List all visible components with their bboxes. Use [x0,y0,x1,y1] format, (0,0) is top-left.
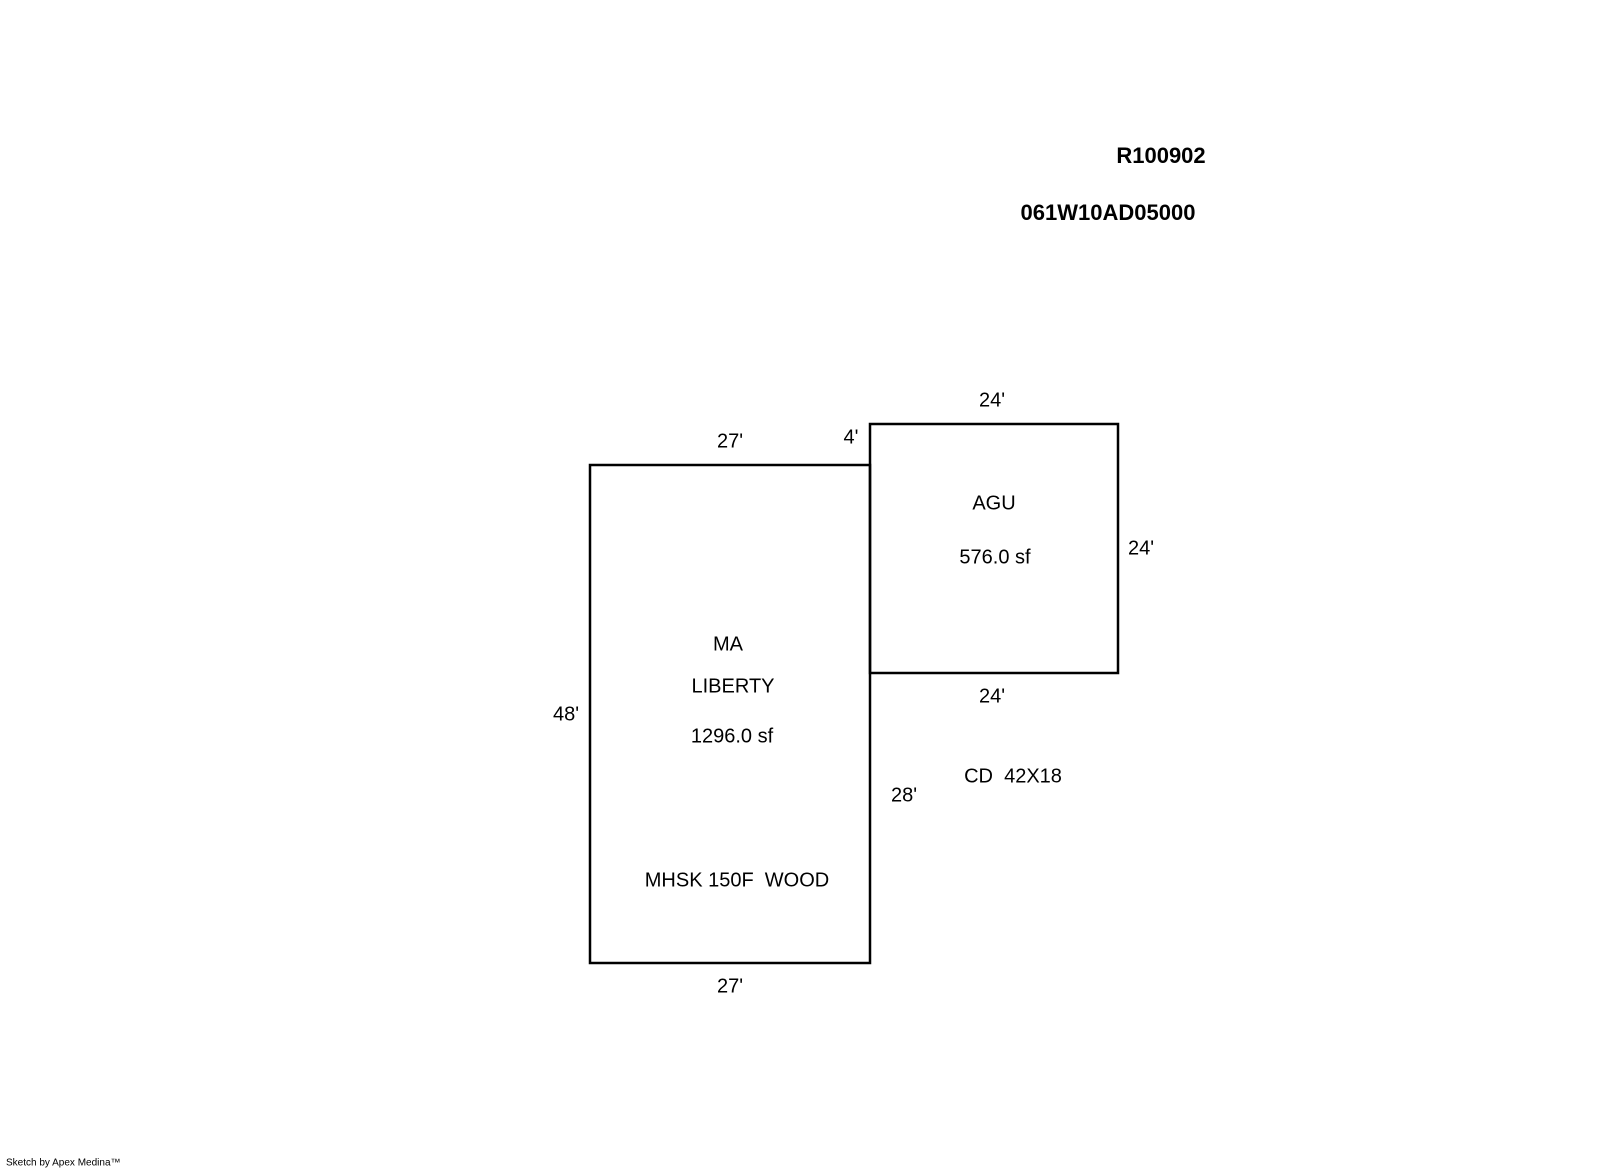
agu-right-dim: 24' [1127,537,1155,560]
agu-area: 576.0 sf [959,546,1031,569]
account-id: R100902 [1116,143,1206,168]
ma-right-dim: 28' [890,784,918,807]
parcel-id: 061W10AD05000 [1020,200,1196,225]
agu-bottom-dim: 24' [978,685,1006,708]
ma-area: 1296.0 sf [690,725,774,748]
ma-name: LIBERTY [691,675,775,698]
ma-bottom-dim: 27' [716,975,744,998]
ma-top-dim: 27' [716,430,744,453]
deck-annotation: CD 42X18 [964,765,1062,788]
agu-code: AGU [972,492,1016,515]
ma-left-dim: 48' [552,703,580,726]
garage-outline [868,422,1120,675]
main-area-outline [588,463,872,965]
footer-credit: Sketch by Apex Medina™ [6,1157,121,1169]
ma-note: MHSK 150F WOOD [644,869,830,892]
ma-offset-dim: 4' [843,426,859,449]
ma-code: MA [713,633,743,656]
agu-top-dim: 24' [978,389,1006,412]
